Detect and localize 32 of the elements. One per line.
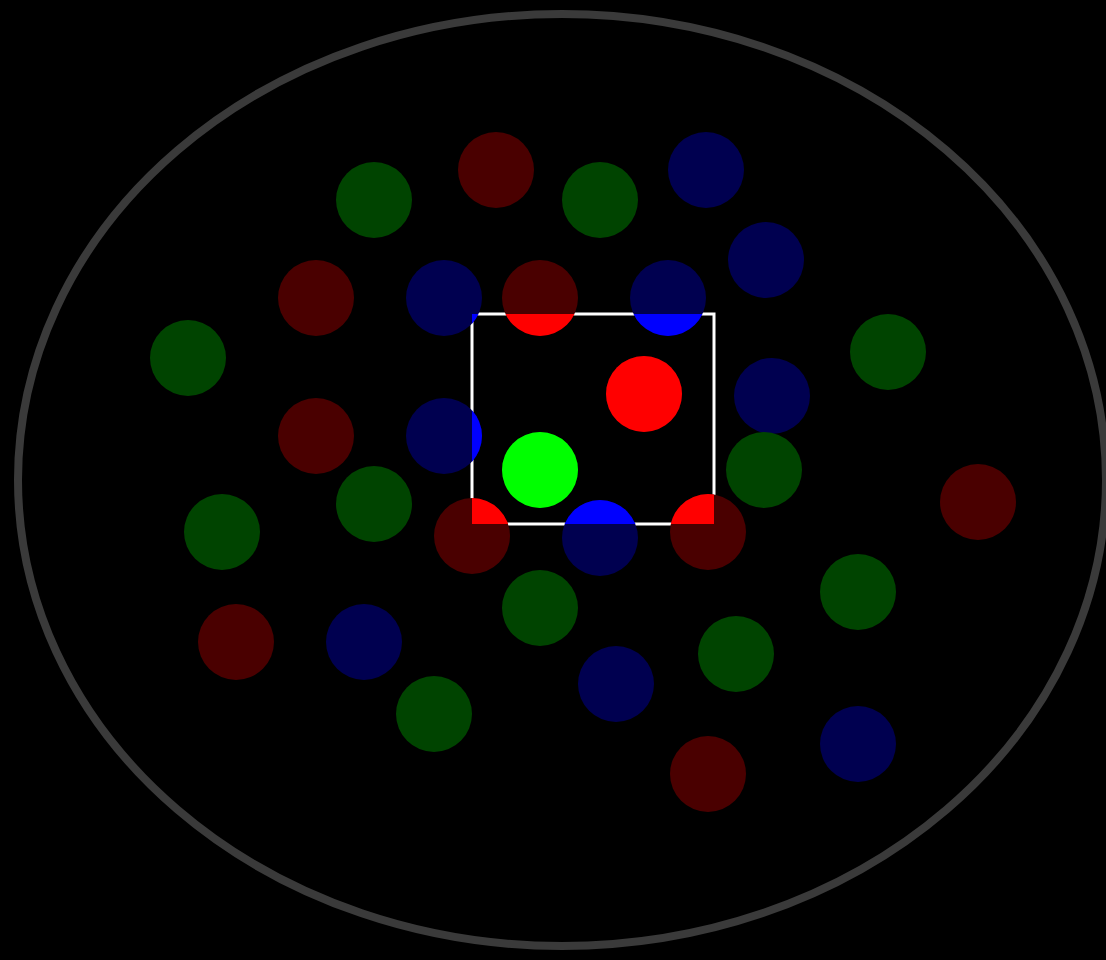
dot — [458, 132, 534, 208]
dot — [562, 162, 638, 238]
dot — [502, 432, 578, 508]
dot — [606, 356, 682, 432]
dot — [502, 260, 578, 336]
dot — [434, 498, 510, 574]
dot — [670, 494, 746, 570]
dot — [630, 260, 706, 336]
dot — [502, 570, 578, 646]
dot — [150, 320, 226, 396]
dot — [850, 314, 926, 390]
dot — [562, 500, 638, 576]
dot — [326, 604, 402, 680]
dot — [578, 646, 654, 722]
dot — [820, 554, 896, 630]
dot — [728, 222, 804, 298]
dot — [940, 464, 1016, 540]
dot — [734, 358, 810, 434]
dot — [406, 398, 482, 474]
dot — [336, 162, 412, 238]
dot — [698, 616, 774, 692]
dot — [336, 466, 412, 542]
dot — [198, 604, 274, 680]
dot — [396, 676, 472, 752]
dot — [668, 132, 744, 208]
dot — [670, 736, 746, 812]
dot — [278, 260, 354, 336]
dot — [820, 706, 896, 782]
dot — [726, 432, 802, 508]
dot — [406, 260, 482, 336]
dot — [278, 398, 354, 474]
dot — [184, 494, 260, 570]
